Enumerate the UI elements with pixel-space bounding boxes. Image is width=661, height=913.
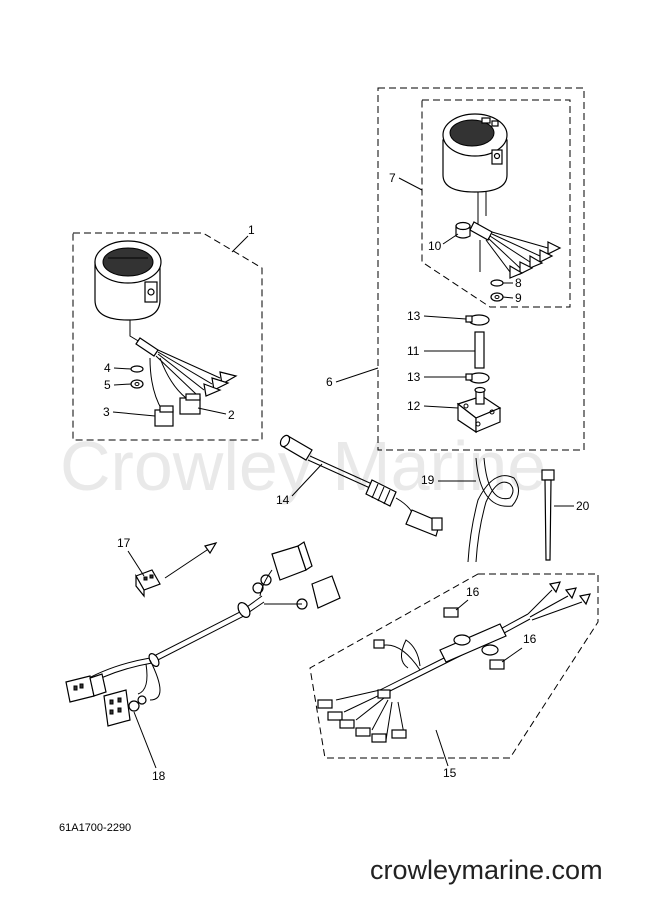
- callout-16-lower: 16: [523, 632, 537, 646]
- sub-harness-15[interactable]: [309, 573, 599, 759]
- sub-harness-boundary: [309, 573, 599, 759]
- cable-tie-20[interactable]: [541, 469, 555, 561]
- nut-9[interactable]: [490, 292, 504, 302]
- callout-20: 20: [576, 499, 590, 513]
- hose-11[interactable]: [474, 331, 485, 369]
- callout-5: 5: [104, 378, 111, 392]
- connector-16-upper[interactable]: [443, 607, 459, 618]
- connector-17[interactable]: [135, 542, 218, 598]
- connector-3[interactable]: [154, 405, 174, 427]
- callout-15: 15: [443, 766, 457, 780]
- connector-2[interactable]: [179, 393, 201, 415]
- callout-14: 14: [276, 493, 290, 507]
- callout-19: 19: [421, 473, 435, 487]
- nut-5[interactable]: [130, 379, 144, 389]
- callout-8: 8: [515, 276, 522, 290]
- callout-17: 17: [117, 536, 131, 550]
- speedometer-gauge-7[interactable]: [442, 113, 562, 279]
- callout-13-top: 13: [407, 309, 421, 323]
- callout-1: 1: [248, 223, 255, 237]
- callout-3: 3: [103, 405, 110, 419]
- hose-19[interactable]: [467, 457, 519, 563]
- gauge-kit-boundary: [72, 232, 263, 441]
- diagram-code: 61A1700-2290: [59, 822, 131, 834]
- sensor-cable-14[interactable]: [279, 434, 443, 537]
- callout-18: 18: [152, 769, 166, 783]
- callout-6: 6: [326, 375, 333, 389]
- washer-4[interactable]: [130, 365, 144, 373]
- footer-url[interactable]: crowleymarine.com: [370, 855, 603, 885]
- callout-11: 11: [407, 344, 420, 358]
- speedometer-sub-boundary: [421, 99, 571, 308]
- grommet-10[interactable]: [455, 221, 471, 239]
- callout-4: 4: [104, 361, 111, 375]
- washer-8[interactable]: [490, 279, 504, 287]
- watermark-text: Crowley Marine: [60, 427, 546, 505]
- gauge-kit-group: [72, 232, 263, 441]
- gauge-1[interactable]: [94, 240, 238, 411]
- pickup-12[interactable]: [456, 386, 502, 434]
- speedometer-kit-boundary: [377, 87, 585, 451]
- callout-13-bottom: 13: [407, 370, 421, 384]
- callout-12: 12: [407, 399, 421, 413]
- connector-16-lower[interactable]: [489, 659, 505, 670]
- main-harness-18[interactable]: [65, 541, 341, 727]
- clamp-13-top[interactable]: [465, 314, 490, 326]
- clamp-13-bottom[interactable]: [465, 372, 490, 384]
- speedometer-kit-group: [377, 87, 585, 451]
- callout-2: 2: [228, 408, 235, 422]
- callout-16-upper: 16: [466, 585, 480, 599]
- callout-7: 7: [389, 171, 396, 185]
- callout-9: 9: [515, 291, 522, 305]
- callout-labels: 1 2 3 4 5 6 7 8 9 10 11 12 13 13 14 15 1…: [103, 171, 590, 783]
- callout-10: 10: [428, 239, 442, 253]
